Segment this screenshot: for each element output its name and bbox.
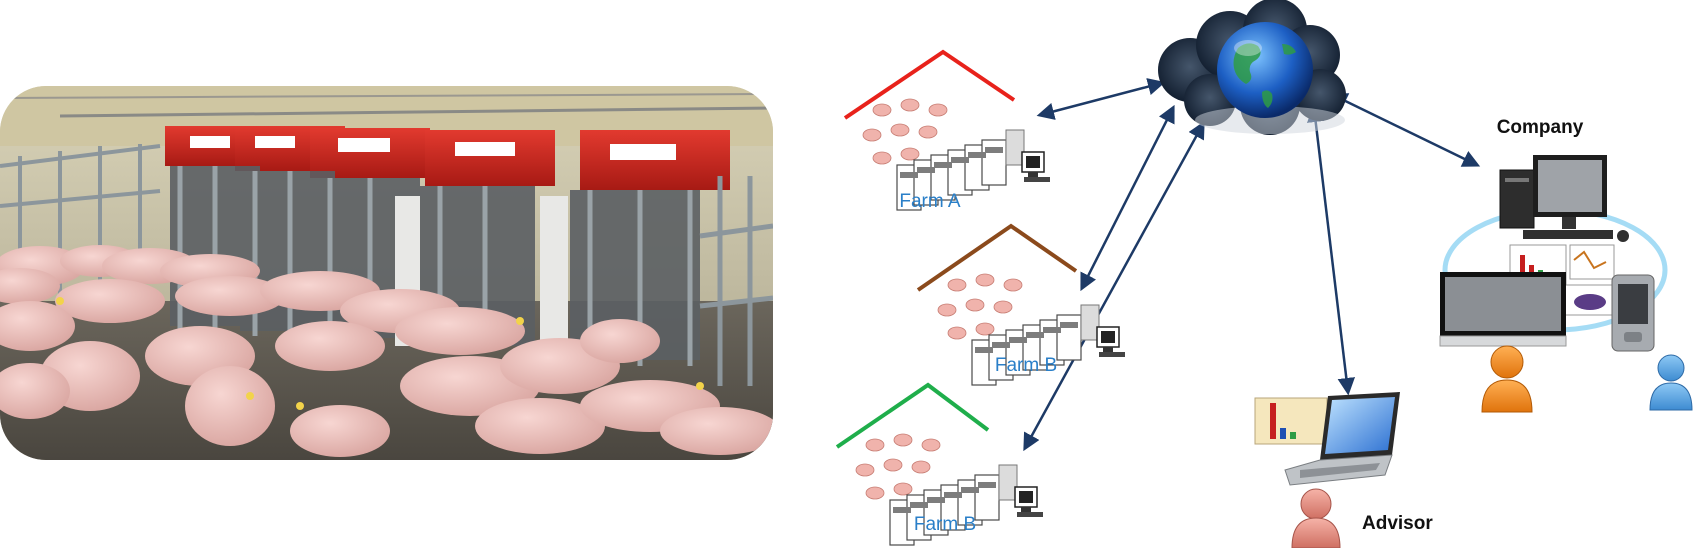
pig-feeding-stations-photo	[0, 86, 773, 460]
advisor-laptop-icon	[1254, 392, 1400, 486]
company-person-blue-icon	[1649, 354, 1693, 411]
internet-cloud-globe-icon	[1158, 0, 1346, 135]
arrow-cloud-company	[1329, 93, 1481, 167]
farm-a-label: Farm A	[899, 191, 961, 212]
farm-b-label: Farm B	[914, 514, 976, 535]
company-person-orange-icon	[1481, 345, 1533, 413]
advisor-person-icon	[1291, 488, 1341, 548]
company-computers-icon	[1439, 155, 1668, 352]
farm-b-icon	[835, 382, 1044, 546]
farm-b-label: Farm B	[995, 355, 1057, 376]
farm-b-icon	[916, 223, 1126, 386]
advisor-label: Advisor	[1362, 513, 1433, 534]
arrow-cloud-farm-b2	[1023, 120, 1205, 452]
arrow-cloud-farm-a	[1036, 78, 1166, 120]
arrow-cloud-advisor	[1306, 104, 1356, 396]
farm-a-icon	[843, 49, 1051, 211]
company-label: Company	[1497, 117, 1584, 138]
